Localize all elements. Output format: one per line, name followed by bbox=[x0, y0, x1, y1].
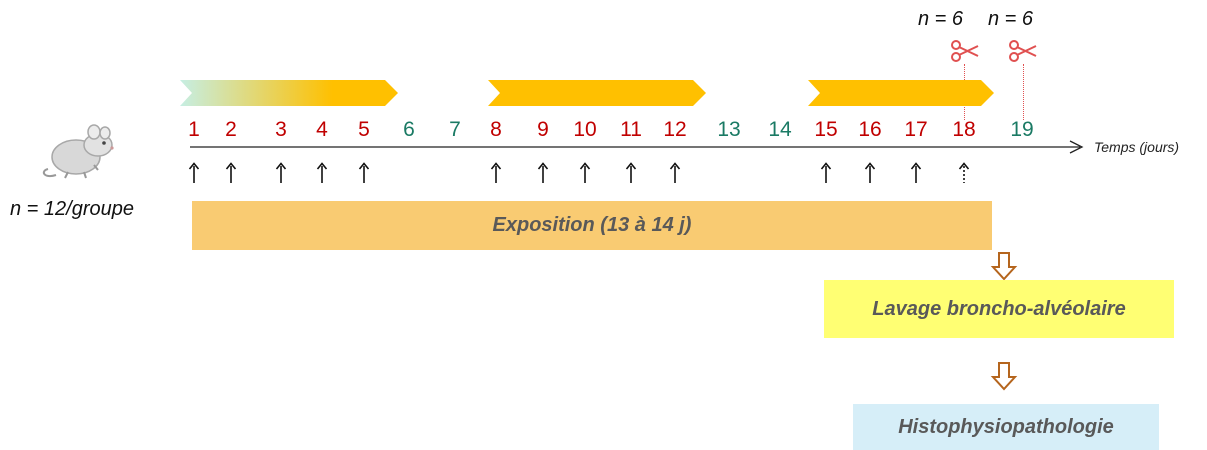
up-arrow-icon bbox=[358, 162, 370, 189]
histophysiopathology-label: Histophysiopathologie bbox=[898, 415, 1114, 438]
day-label: 19 bbox=[1010, 118, 1034, 141]
day-label: 14 bbox=[768, 118, 792, 141]
day-label: 12 bbox=[663, 118, 687, 141]
bronchoalveolar-lavage-label: Lavage broncho-alvéolaire bbox=[872, 297, 1126, 320]
day-label: 10 bbox=[573, 118, 597, 141]
up-arrow-icon bbox=[490, 162, 502, 189]
scissors-icon bbox=[950, 40, 980, 67]
day-label: 5 bbox=[358, 118, 370, 141]
up-arrow-icon bbox=[537, 162, 549, 189]
day-label: 7 bbox=[449, 118, 461, 141]
day-label: 2 bbox=[225, 118, 237, 141]
group-size-label: n = 12/groupe bbox=[10, 198, 134, 220]
up-arrow-icon bbox=[275, 162, 287, 189]
up-arrow-icon bbox=[188, 162, 200, 189]
up-arrow-icon bbox=[316, 162, 328, 189]
mouse-icon bbox=[38, 115, 123, 185]
exposure-chevron-week2 bbox=[488, 80, 706, 106]
day-label: 8 bbox=[490, 118, 502, 141]
sample-n-day19: n = 6 bbox=[988, 8, 1034, 30]
bronchoalveolar-lavage-box: Lavage broncho-alvéolaire bbox=[824, 280, 1174, 338]
down-arrow-icon bbox=[990, 252, 1018, 285]
day-label: 9 bbox=[537, 118, 549, 141]
up-arrow-icon bbox=[579, 162, 591, 189]
day-label: 11 bbox=[620, 118, 642, 141]
day-label: 1 bbox=[188, 118, 200, 141]
day-label: 6 bbox=[403, 118, 415, 141]
up-arrow-icon bbox=[225, 162, 237, 189]
exposure-bar-label: Exposition (13 à 14 j) bbox=[492, 214, 692, 236]
day-label: 18 bbox=[952, 118, 976, 141]
up-arrow-icon bbox=[669, 162, 681, 189]
up-arrow-icon bbox=[820, 162, 832, 189]
day-label: 4 bbox=[316, 118, 328, 141]
day-label: 15 bbox=[814, 118, 838, 141]
up-arrow-icon bbox=[625, 162, 637, 189]
time-axis bbox=[190, 140, 1084, 154]
axis-label: Temps (jours) bbox=[1094, 139, 1180, 155]
exposure-chevron-week3 bbox=[808, 80, 994, 106]
dotted-up-arrow-icon bbox=[958, 162, 970, 189]
up-arrow-icon bbox=[910, 162, 922, 189]
day-label: 13 bbox=[717, 118, 741, 141]
sample-dotted-line bbox=[1023, 64, 1024, 120]
up-arrow-icon bbox=[864, 162, 876, 189]
day-label: 16 bbox=[858, 118, 882, 141]
exposure-chevron-week1 bbox=[180, 80, 398, 106]
day-label: 3 bbox=[275, 118, 287, 141]
exposure-bar: Exposition (13 à 14 j) bbox=[192, 201, 992, 250]
histophysiopathology-box: Histophysiopathologie bbox=[853, 404, 1159, 450]
scissors-icon bbox=[1008, 40, 1038, 67]
day-label: 17 bbox=[904, 118, 928, 141]
down-arrow-icon bbox=[990, 362, 1018, 395]
sample-n-day18: n = 6 bbox=[918, 8, 964, 30]
